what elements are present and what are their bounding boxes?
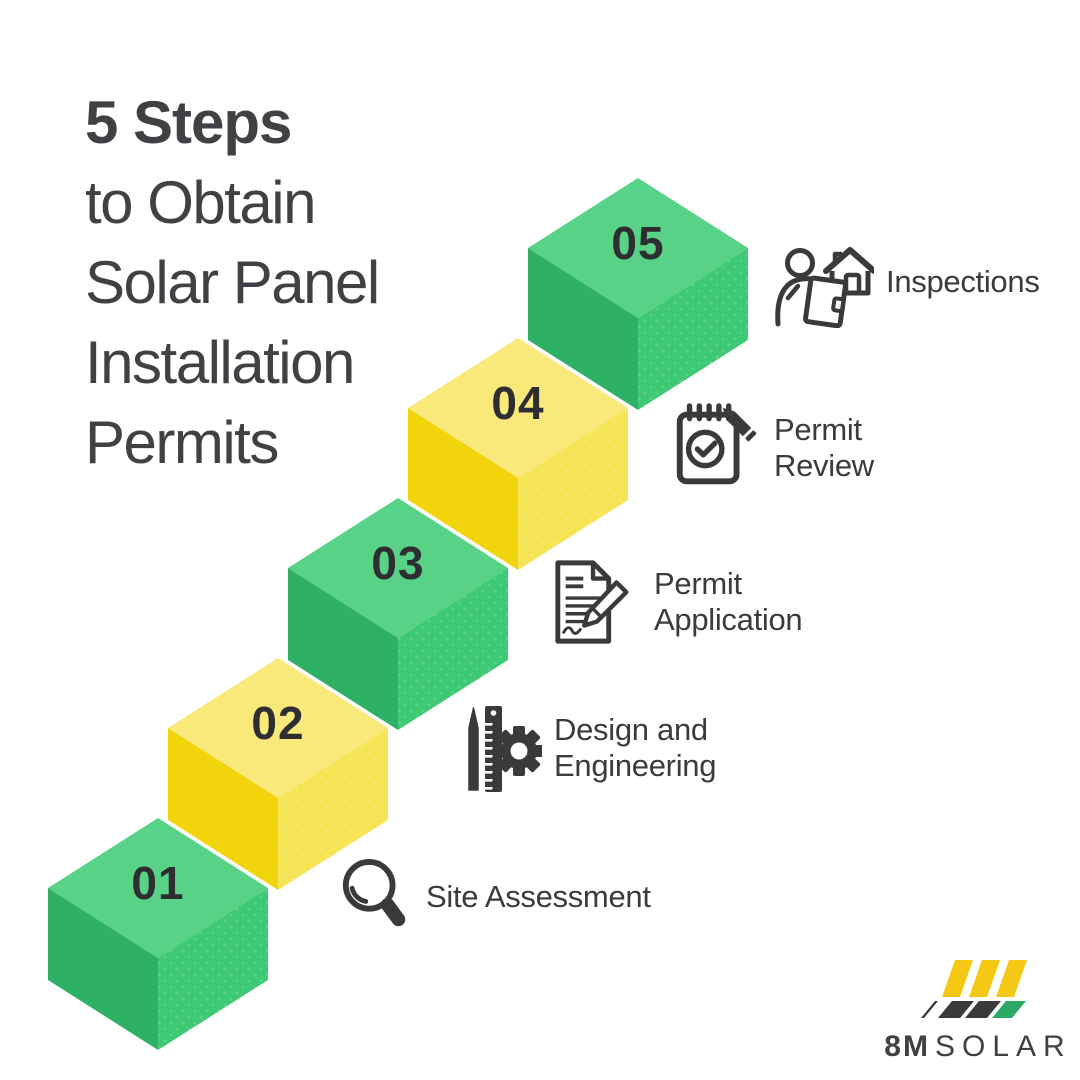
title-line: to Obtain [85, 169, 316, 236]
title-line: Permits [85, 409, 279, 476]
search-icon [342, 859, 406, 927]
step-number-3: 03 [371, 537, 425, 589]
step-row-5: Inspections [764, 234, 1040, 330]
step-number-4: 04 [491, 377, 545, 429]
cube-step-4 [408, 338, 628, 570]
cube-step-1 [48, 818, 268, 1050]
title-line: Installation [85, 329, 355, 396]
cube-step-2 [168, 658, 388, 890]
step-row-1: Site Assessment [338, 852, 651, 942]
title-heading: 5 Steps [85, 89, 292, 156]
cube-step-5 [528, 178, 748, 410]
step-label-5: Inspections [886, 264, 1040, 299]
step-row-3: Permit Application [548, 552, 803, 652]
permit-review-icon [676, 403, 757, 485]
step-number-2: 02 [251, 697, 305, 749]
brand-name-rest: SOLAR [934, 1030, 1072, 1063]
cube-step-3 [288, 498, 508, 730]
inspections-icon [775, 247, 874, 328]
step-number-5: 05 [611, 217, 665, 269]
permit-application-icon [555, 560, 629, 644]
step-row-4: Permit Review [668, 400, 874, 496]
title-line: Solar Panel [85, 249, 380, 316]
step-label-4: Permit Review [774, 412, 874, 483]
step-number-1: 01 [131, 857, 185, 909]
step-row-2: Design and Engineering [462, 700, 716, 796]
brand-name-bold: 8M [884, 1030, 930, 1063]
page-title: 5 Steps to Obtain Solar Panel Installati… [85, 83, 380, 483]
step-label-3: Permit Application [654, 566, 803, 637]
solar-panel-logo-icon [921, 960, 1027, 1018]
step-label-1: Site Assessment [426, 879, 651, 914]
step-label-2: Design and Engineering [554, 712, 717, 783]
design-engineering-icon [468, 706, 542, 792]
